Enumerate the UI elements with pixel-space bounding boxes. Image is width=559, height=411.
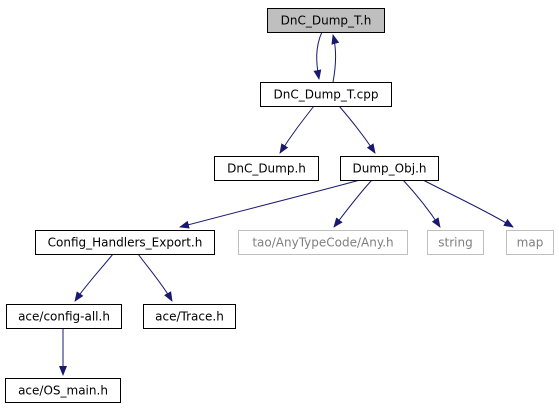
- node-label: ace/Trace.h: [155, 310, 224, 324]
- edge-line: [331, 34, 340, 83]
- edge-config_handlers_export_h-to-ace_config_all_h: [74, 253, 114, 302]
- edge-dnc_dump_t_cpp-to-dnc_dump_h: [279, 105, 315, 154]
- node-dnc-dump-h[interactable]: DnC_Dump.h: [214, 156, 319, 181]
- node-dnc-dump-t-h[interactable]: DnC_Dump_T.h: [267, 8, 385, 33]
- node-label: ace/OS_main.h: [18, 384, 108, 398]
- edge-line: [74, 253, 114, 302]
- edge-config_handlers_export_h-to-ace_trace_h: [137, 253, 173, 302]
- edge-dump_obj_h-to-config_handlers_export_h: [179, 179, 361, 229]
- edge-line: [313, 31, 323, 80]
- edge-line: [338, 105, 376, 154]
- node-box: [427, 230, 484, 255]
- node-map: map: [506, 230, 554, 255]
- edge-line: [422, 179, 514, 228]
- edge-dump_obj_h-to-map: [422, 179, 514, 228]
- edge-line: [333, 179, 373, 228]
- edge-dnc_dump_t_h-to-dnc_dump_t_cpp: [313, 31, 323, 80]
- edge-dump_obj_h-to-string: [402, 179, 441, 228]
- node-box: [506, 230, 554, 255]
- edge-dump_obj_h-to-tao_anytypecode_any_h: [333, 179, 373, 228]
- node-label: DnC_Dump_T.h: [281, 14, 372, 28]
- edge-dnc_dump_t_cpp-to-dump_obj_h: [338, 105, 376, 154]
- edge-line: [279, 105, 315, 154]
- edge-dnc_dump_t_cpp-to-dnc_dump_t_h: [331, 34, 340, 83]
- node-box: [260, 82, 392, 107]
- node-label: DnC_Dump.h: [227, 162, 306, 176]
- node-label: Dump_Obj.h: [353, 162, 427, 176]
- edge-line: [179, 179, 361, 229]
- node-ace-config-all-h[interactable]: ace/config-all.h: [6, 304, 122, 329]
- node-dump-obj-h[interactable]: Dump_Obj.h: [340, 156, 439, 181]
- node-string: string: [427, 230, 484, 255]
- edges-layer: [59, 31, 514, 376]
- node-label: ace/config-all.h: [18, 310, 110, 324]
- node-label: tao/AnyTypeCode/Any.h: [252, 236, 393, 250]
- node-box: [267, 8, 385, 33]
- node-dnc-dump-t-cpp[interactable]: DnC_Dump_T.cpp: [260, 82, 392, 107]
- node-box: [6, 304, 122, 329]
- edge-line: [137, 253, 173, 302]
- node-config-handlers-export-h[interactable]: Config_Handlers_Export.h: [35, 230, 215, 255]
- node-box: [143, 304, 236, 329]
- node-ace-os-main-h[interactable]: ace/OS_main.h: [5, 378, 121, 403]
- node-label: map: [517, 236, 544, 250]
- node-box: [238, 230, 408, 255]
- node-box: [35, 230, 215, 255]
- node-ace-trace-h[interactable]: ace/Trace.h: [143, 304, 236, 329]
- edge-line: [402, 179, 441, 228]
- node-label: string: [438, 236, 472, 250]
- node-label: Config_Handlers_Export.h: [48, 236, 203, 250]
- node-label: DnC_Dump_T.cpp: [274, 88, 379, 102]
- node-tao-anytypecode-any-h: tao/AnyTypeCode/Any.h: [238, 230, 408, 255]
- node-box: [5, 378, 121, 403]
- node-box: [340, 156, 439, 181]
- node-box: [214, 156, 319, 181]
